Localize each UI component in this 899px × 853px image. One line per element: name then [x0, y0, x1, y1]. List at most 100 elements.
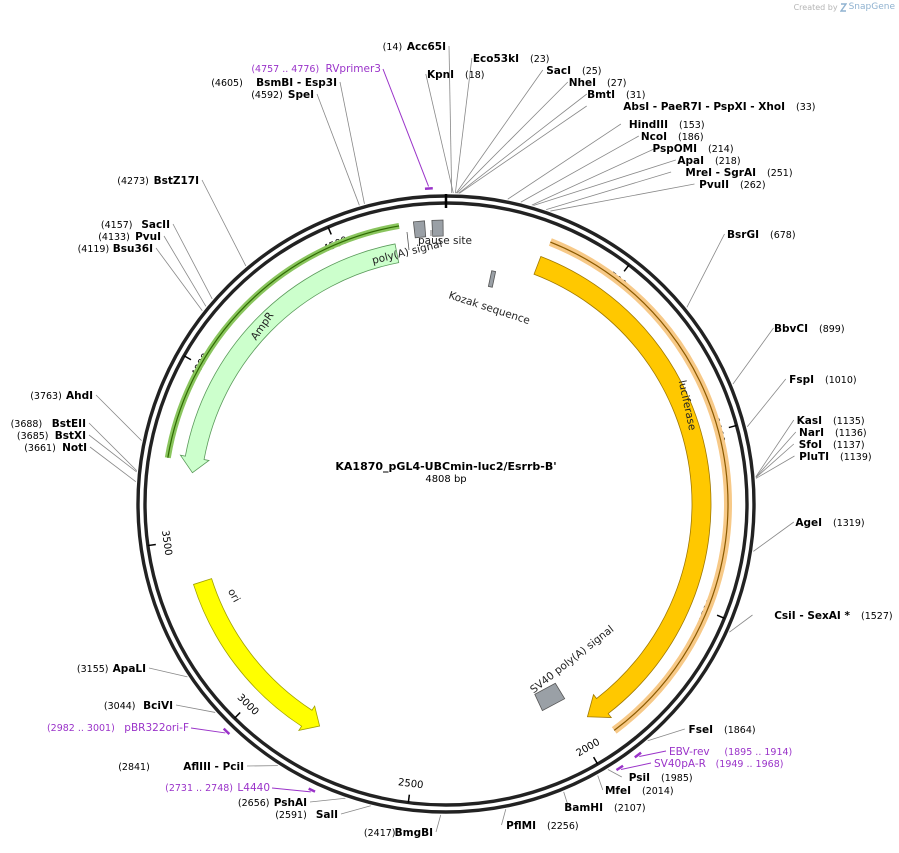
site-name: FspI — [789, 374, 814, 386]
tick-2000 — [592, 756, 599, 765]
site-pshai: PshAI(2656) — [238, 797, 307, 809]
site-position: (27) — [607, 78, 627, 89]
site-bcivi: BciVI(3044) — [104, 700, 173, 712]
primer-name: EBV-rev — [669, 746, 710, 758]
site-position: (4605) — [211, 78, 243, 89]
site-nhei: NheI(27) — [569, 77, 627, 89]
site-position: (4157) — [101, 220, 133, 231]
site-position: (2656) — [238, 798, 270, 809]
site-name: BmgBI — [395, 827, 433, 839]
tick-label-2500: 2500 — [397, 777, 424, 791]
tick-1500 — [716, 614, 725, 619]
site-bbvci: BbvCI (899) — [774, 323, 845, 335]
backbone — [136, 194, 756, 814]
primer-connector — [382, 68, 430, 187]
credit-prefix: Created by — [793, 2, 838, 12]
site-name: AhdI — [66, 390, 93, 402]
site-name: SacII — [141, 219, 170, 231]
site-kasi: KasI(1135) — [797, 415, 865, 427]
site-connector — [550, 183, 695, 212]
site-position: (218) — [715, 156, 741, 167]
pause-site-block — [431, 219, 444, 237]
ebv-rev-mark — [634, 751, 642, 759]
site-position: (1527) — [861, 611, 893, 622]
site-name: BstZ17I — [154, 175, 199, 187]
site-sacii: SacII (4157) — [101, 219, 170, 231]
l4440-mark — [308, 787, 316, 793]
site-name: BciVI — [143, 700, 173, 712]
site-eco53ki: Eco53kI (23) — [473, 53, 550, 65]
site-connector — [597, 775, 604, 791]
site-connector — [448, 45, 453, 194]
site-name: AbsI - PaeR7I - PspXI - XhoI — [623, 101, 785, 113]
site-connector — [732, 327, 774, 385]
site-connector — [753, 521, 795, 552]
site-position: (2107) — [614, 803, 646, 814]
site-connector — [88, 422, 138, 472]
site-sali: SalI(2591) — [275, 809, 338, 821]
primer-range: (2982 .. 3001) — [47, 723, 115, 734]
site-position: (1136) — [835, 428, 867, 439]
primer-connector — [639, 750, 667, 757]
site-name: AgeI — [795, 517, 822, 529]
site-position: (1137) — [833, 440, 865, 451]
site-connector — [507, 123, 622, 200]
site-apai: ApaI (218) — [677, 155, 740, 167]
site-name: BmtI — [587, 89, 615, 101]
luciferase-highlight-line — [550, 241, 729, 731]
site-name: PvuII — [699, 179, 729, 191]
site-position: (2841) — [118, 762, 150, 773]
site-name: BsmBI - Esp3I — [256, 77, 337, 89]
site-position: (33) — [796, 102, 816, 113]
site-connector — [155, 247, 203, 312]
site-position: (4273) — [117, 176, 149, 187]
credit: Created by SnapGene — [794, 2, 895, 12]
site-position: (899) — [819, 324, 845, 335]
site-name: BstEII — [52, 418, 86, 430]
site-psii: PsiI(1985) — [629, 772, 693, 784]
primer-ebv-rev: EBV-rev(1895 .. 1914) — [669, 746, 792, 758]
site-bmgbi: BmgBI(2417) — [364, 827, 433, 839]
tick-3000 — [234, 712, 241, 719]
primer-name: L4440 — [237, 782, 270, 794]
site-name: ApaI — [677, 155, 704, 167]
site-position: (4133) — [98, 232, 130, 243]
ori-arrow — [193, 578, 321, 731]
site-connector — [607, 769, 622, 778]
site-afliii: AflIII - PciI (2841) — [118, 761, 244, 773]
site-connector — [339, 81, 365, 204]
site-hindiii: HindIII(153) — [629, 119, 705, 131]
site-connector — [340, 805, 371, 815]
site-connector — [455, 69, 544, 194]
pause-label: pause site — [418, 235, 472, 247]
site-name: NcoI — [641, 131, 667, 143]
primer-range: (2731 .. 2748) — [165, 783, 233, 794]
site-connector — [520, 135, 639, 203]
site-saci: SacI(25) — [546, 65, 601, 77]
site-mrei: MreI - SgrAI(251) — [685, 167, 792, 179]
site-name: Eco53kI — [473, 53, 519, 65]
primer-l4440: L4440 (2731 .. 2748) — [165, 782, 270, 794]
site-connector — [309, 797, 346, 803]
site-name: BbvCI — [774, 323, 808, 335]
site-position: (1864) — [724, 725, 756, 736]
site-connector — [755, 431, 797, 478]
site-mfei: MfeI(2014) — [605, 785, 674, 797]
site-name: PluTI — [799, 451, 829, 463]
site-position: (1010) — [825, 375, 857, 386]
site-position: (23) — [530, 54, 550, 65]
ampr-arrow — [179, 243, 400, 474]
site-name: AflIII - PciI — [183, 761, 244, 773]
site-pluti: PluTI(1139) — [799, 451, 871, 463]
primer-range: (4757 .. 4776) — [251, 64, 319, 75]
site-name: BamHI — [564, 802, 603, 814]
site-position: (2256) — [547, 821, 579, 832]
site-pvuii: PvuII (262) — [699, 179, 765, 191]
site-position: (262) — [740, 180, 766, 191]
site-connector — [316, 93, 360, 206]
site-position: (3685) — [17, 431, 49, 442]
site-connector — [686, 233, 725, 308]
site-position: (31) — [626, 90, 646, 101]
site-agei: AgeI(1319) — [795, 517, 864, 529]
